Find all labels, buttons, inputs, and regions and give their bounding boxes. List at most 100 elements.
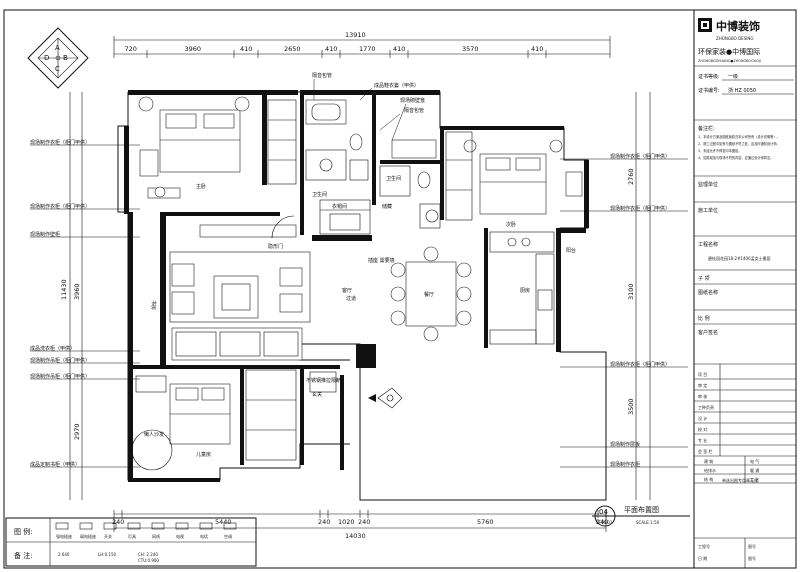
room-label-kitchen: 厨房	[520, 287, 530, 294]
dim-left-seg: 2970	[73, 423, 81, 440]
legend-symbol-icon	[199, 522, 213, 530]
legend-item: 电话	[200, 533, 208, 539]
cert-no-label: 证书编号:	[698, 87, 720, 94]
third-bedroom-furniture: 儿童房 懒人沙发	[131, 369, 297, 471]
right-annotations: 现场制作衣柜（柜门甲供）现场制作衣柜（柜门甲供）现场制作衣柜（柜门甲供）现场制作…	[560, 153, 688, 468]
notes-line: 3、未经允许不得复印本图纸。	[698, 148, 741, 153]
compass-letter: B	[63, 54, 68, 62]
dim-bottom-seg: 240	[318, 518, 330, 526]
legend-item: 电视	[176, 533, 184, 539]
trade-cell: 建 筑	[704, 458, 713, 464]
legend-symbol-icon	[151, 522, 165, 530]
notes-line: 1、本设计方案及图纸版权归本公司所有（设计说明等）。	[698, 134, 780, 139]
left-dimension-chain: 11430 3960 2970	[60, 92, 83, 500]
sheet-code: SF16-01	[596, 520, 613, 525]
legend-label: 图 例:	[14, 527, 33, 536]
footer-cell: 日 期	[698, 555, 707, 561]
trade-cell: 电 气	[750, 458, 759, 464]
room-label-storage: 储藏	[382, 203, 392, 210]
ann-top: 现场砌壁龛	[400, 97, 425, 104]
project-name: 碧桂园花园18-2#1406孟女士雅居	[708, 255, 771, 261]
room-label-study: 书房	[150, 300, 157, 310]
top-annotations: 隔音包管 成品鞋衣篓（甲供） 现场砌壁龛 隔音包管	[312, 72, 425, 141]
dim-top-seg: 410	[393, 45, 405, 53]
legend-box: 图 例: 备 注: 强电插座弱电插座开关灯具网线电视电话空调 2.640 LH:…	[5, 517, 257, 567]
room-label-hall: 过道	[346, 295, 356, 302]
dim-top-seg: 410	[325, 45, 337, 53]
dim-bottom-seg: 240	[596, 518, 608, 526]
ann-top: 隔音包管	[404, 107, 424, 114]
sig-row-label: 项 目	[698, 371, 707, 377]
annotation-right: 现场制作层板	[610, 441, 640, 448]
legend-symbol-icon	[223, 522, 237, 530]
second-bedroom-furniture: 次卧	[445, 131, 583, 228]
notes-line: 4、如需增加与现场不符的内容，应通过设计师同意。	[698, 155, 773, 160]
dim-right-seg: 3100	[627, 283, 635, 300]
title-block: 中博装饰 ZHONGBO DESING 环保家装●中博国际 ZHONGBOZHU…	[694, 18, 796, 568]
room-label-entrance: 玄关	[312, 391, 322, 398]
client-unit-label: 监理单位	[698, 181, 718, 188]
bathroom-one: 卫生间	[305, 99, 371, 235]
legend-symbol-icon	[175, 522, 189, 530]
compass-letter: C	[55, 65, 60, 73]
legend-item: 开关	[104, 533, 112, 539]
sig-row-label: 设 计	[698, 415, 707, 421]
sheet-number: 04	[599, 508, 608, 516]
drawing-title: 平面布置图	[624, 505, 659, 514]
cert-grade-value: 一级	[728, 73, 738, 80]
drawing-title-tag: 04 SF16-01 平面布置图 SCALE:1:50	[592, 505, 690, 527]
dim-top-seg: 410	[531, 45, 543, 53]
company-website: ZHONGBOZHUANG●ZHONGBOGUOJI	[698, 59, 761, 63]
sig-row-label: 校 对	[698, 426, 707, 432]
room-label-bedroom2: 次卧	[506, 221, 516, 228]
dim-right-seg: 2760	[627, 168, 635, 185]
compass-letter: D	[44, 54, 49, 62]
room-label-master-bedroom: 主卧	[196, 183, 206, 190]
room-label-balcony: 阳台	[566, 247, 576, 254]
dim-right-seg: 3500	[627, 398, 635, 415]
legend-item: 空调	[224, 533, 232, 539]
trade-cell: 工 艺	[750, 477, 759, 482]
legend-note-label: 备 注:	[14, 551, 33, 560]
construction-unit-label: 施工单位	[698, 207, 718, 214]
room-label-bath1: 卫生间	[312, 191, 327, 198]
notes-line: 2、施工过程中如有与图纸不符之处，应及时通知设计师。	[698, 141, 780, 146]
scale-label: 比 例	[698, 315, 710, 322]
legend-note-value: 2.640	[58, 552, 70, 557]
legend-item: 弱电插座	[80, 533, 96, 539]
trade-cell: 结 构	[704, 476, 713, 482]
room-label-bedroom3: 儿童房	[196, 451, 211, 458]
company-english: ZHONGBO DESING	[716, 36, 754, 41]
legend-symbol-icon	[55, 522, 69, 530]
seal-note: 单选出图专用章无效	[722, 477, 758, 483]
legend-note-value: LH:0.150	[98, 552, 116, 557]
project-label: 工程名称	[698, 241, 718, 248]
annotation-left: 成品定制书柜（甲供）	[30, 461, 80, 468]
annotation-right: 现场制作衣柜（柜门甲供）	[610, 205, 670, 212]
entrance-area: 玄关 过道 衣帽间 储藏 阳台	[309, 203, 576, 409]
footer-cell: 图号	[748, 543, 756, 549]
room-label-bath2: 卫生间	[386, 175, 401, 182]
door-label: 隐形门	[268, 243, 283, 250]
annotation-right: 现场制作衣柜	[610, 461, 640, 468]
dim-bottom-seg: 1020	[338, 518, 355, 526]
legend-symbol-icon	[79, 522, 93, 530]
legend-item: 网线	[152, 533, 160, 539]
sig-row-label: 会 签 栏	[698, 448, 713, 454]
dim-top-seg: 3960	[185, 45, 202, 53]
dim-bottom-seg: 240	[358, 518, 370, 526]
dining-table-group: 餐厅	[390, 246, 472, 342]
cert-grade-label: 证书等级:	[698, 73, 720, 80]
notes-title: 备注栏:	[698, 125, 715, 132]
ann-mid: 不锈钢推拉隔断	[306, 377, 341, 384]
room-label-dining: 餐厅	[424, 291, 434, 298]
dim-bottom-seg: 5440	[215, 518, 232, 526]
sig-row-label: 审 定	[698, 382, 707, 388]
dim-top-seg: 720	[125, 45, 137, 53]
room-label-living: 客厅	[342, 287, 352, 294]
room-label-closet: 衣帽间	[332, 203, 347, 210]
compass-rose: A B C D	[27, 27, 89, 89]
mid-annotations: 插座 需要墙 不锈钢推拉隔断	[306, 257, 395, 384]
